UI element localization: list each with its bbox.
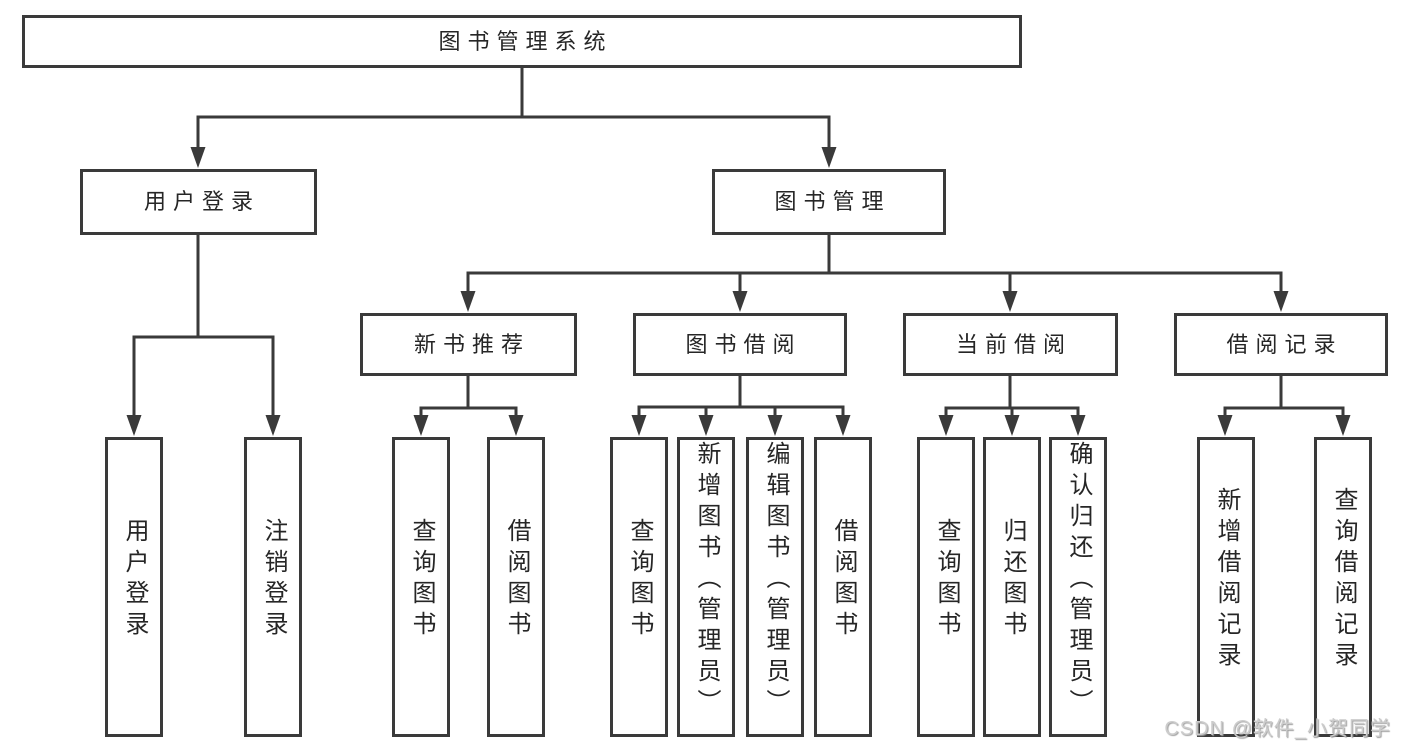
node-new-book-rec: 新书推荐 — [360, 313, 577, 376]
node-borrow-records-label: 借阅记录 — [1226, 331, 1343, 357]
node-user-login: 用户登录 — [80, 169, 317, 235]
leaf-query-book-3-label: 查询图书 — [933, 518, 960, 642]
node-book-mgmt: 图书管理 — [712, 169, 946, 235]
arrowheads — [126, 147, 1351, 436]
leaf-return-book: 归还图书 — [983, 437, 1041, 737]
leaf-borrow-book-2: 借阅图书 — [814, 437, 872, 737]
leaf-borrow-book-1: 借阅图书 — [487, 437, 545, 737]
node-book-borrow-label: 图书借阅 — [685, 331, 802, 357]
leaf-add-book-admin: 新增图书（管理员） — [677, 437, 735, 737]
node-new-book-rec-label: 新书推荐 — [413, 331, 530, 357]
leaf-add-borrow-record-label: 新增借阅记录 — [1213, 487, 1240, 673]
leaf-confirm-return-admin-label: 确认归还（管理员） — [1065, 440, 1092, 720]
leaf-confirm-return-admin: 确认归还（管理员） — [1049, 437, 1107, 737]
leaf-borrow-book-1-label: 借阅图书 — [503, 518, 530, 642]
leaf-edit-book-admin: 编辑图书（管理员） — [746, 437, 804, 737]
node-borrow-records: 借阅记录 — [1174, 313, 1388, 376]
leaf-query-book-2: 查询图书 — [610, 437, 668, 737]
node-book-mgmt-label: 图书管理 — [774, 189, 891, 214]
leaf-return-book-label: 归还图书 — [999, 518, 1026, 642]
node-user-login-label: 用户登录 — [143, 189, 260, 214]
leaf-user-login: 用户登录 — [105, 437, 163, 737]
leaf-query-borrow-record: 查询借阅记录 — [1314, 437, 1372, 737]
leaf-query-book-1-label: 查询图书 — [408, 518, 435, 642]
leaf-add-borrow-record: 新增借阅记录 — [1197, 437, 1255, 737]
leaf-logout-label: 注销登录 — [260, 518, 287, 642]
watermark: CSDN @软件_小贺同学 — [1164, 718, 1391, 740]
node-current-borrow: 当前借阅 — [903, 313, 1118, 376]
leaf-edit-book-admin-label: 编辑图书（管理员） — [762, 440, 789, 720]
node-current-borrow-label: 当前借阅 — [955, 331, 1072, 357]
node-root: 图书管理系统 — [22, 15, 1022, 68]
leaf-borrow-book-2-label: 借阅图书 — [830, 518, 857, 642]
leaf-user-login-label: 用户登录 — [121, 518, 148, 642]
leaf-query-book-2-label: 查询图书 — [626, 518, 653, 642]
leaf-add-book-admin-label: 新增图书（管理员） — [693, 440, 720, 720]
leaf-query-book-3: 查询图书 — [917, 437, 975, 737]
leaf-query-borrow-record-label: 查询借阅记录 — [1330, 487, 1357, 673]
leaf-logout: 注销登录 — [244, 437, 302, 737]
leaf-query-book-1: 查询图书 — [392, 437, 450, 737]
node-root-label: 图书管理系统 — [438, 28, 613, 54]
node-book-borrow: 图书借阅 — [633, 313, 847, 376]
connector-path — [132, 66, 1345, 421]
